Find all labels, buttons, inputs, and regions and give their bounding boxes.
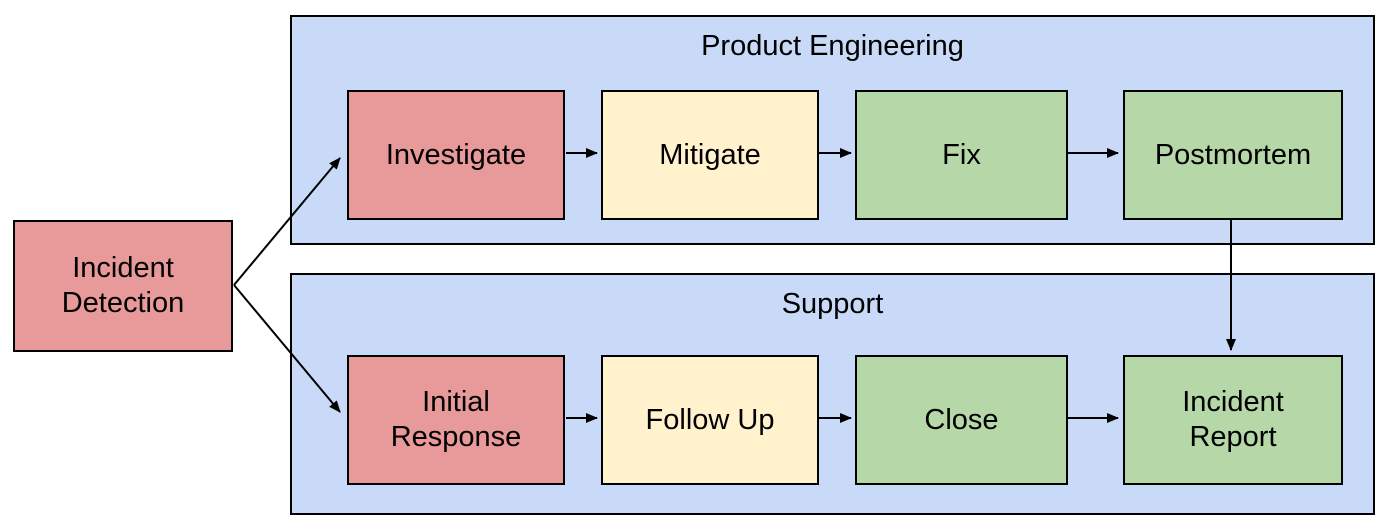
lane-title-product-engineering: Product Engineering — [701, 30, 964, 62]
lane-product-engineering: Product Engineering Investigate Mitigate… — [290, 15, 1375, 245]
node-mitigate: Mitigate — [601, 90, 819, 220]
node-investigate: Investigate — [347, 90, 565, 220]
node-incident-detection: Incident Detection — [13, 220, 233, 352]
node-fix: Fix — [855, 90, 1068, 220]
node-follow-up: Follow Up — [601, 355, 819, 485]
node-incident-report: Incident Report — [1123, 355, 1343, 485]
node-close: Close — [855, 355, 1068, 485]
node-postmortem: Postmortem — [1123, 90, 1343, 220]
lane-title-support: Support — [781, 288, 884, 320]
node-initial-response: Initial Response — [347, 355, 565, 485]
lane-support: Support Initial Response Follow Up Close… — [290, 273, 1375, 515]
